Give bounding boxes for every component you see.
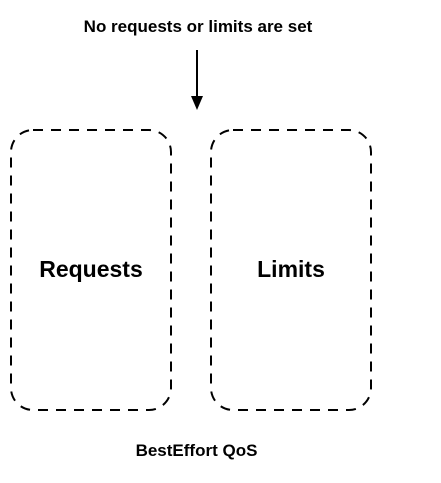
qos-caption: BestEffort QoS	[135, 441, 258, 460]
annotation-text: No requests or limits are set	[83, 17, 313, 36]
limits-box	[210, 129, 372, 411]
requests-box	[10, 129, 172, 411]
arrow-head-icon	[191, 96, 203, 110]
requests-label: Requests	[39, 256, 143, 282]
limits-label: Limits	[257, 256, 325, 282]
